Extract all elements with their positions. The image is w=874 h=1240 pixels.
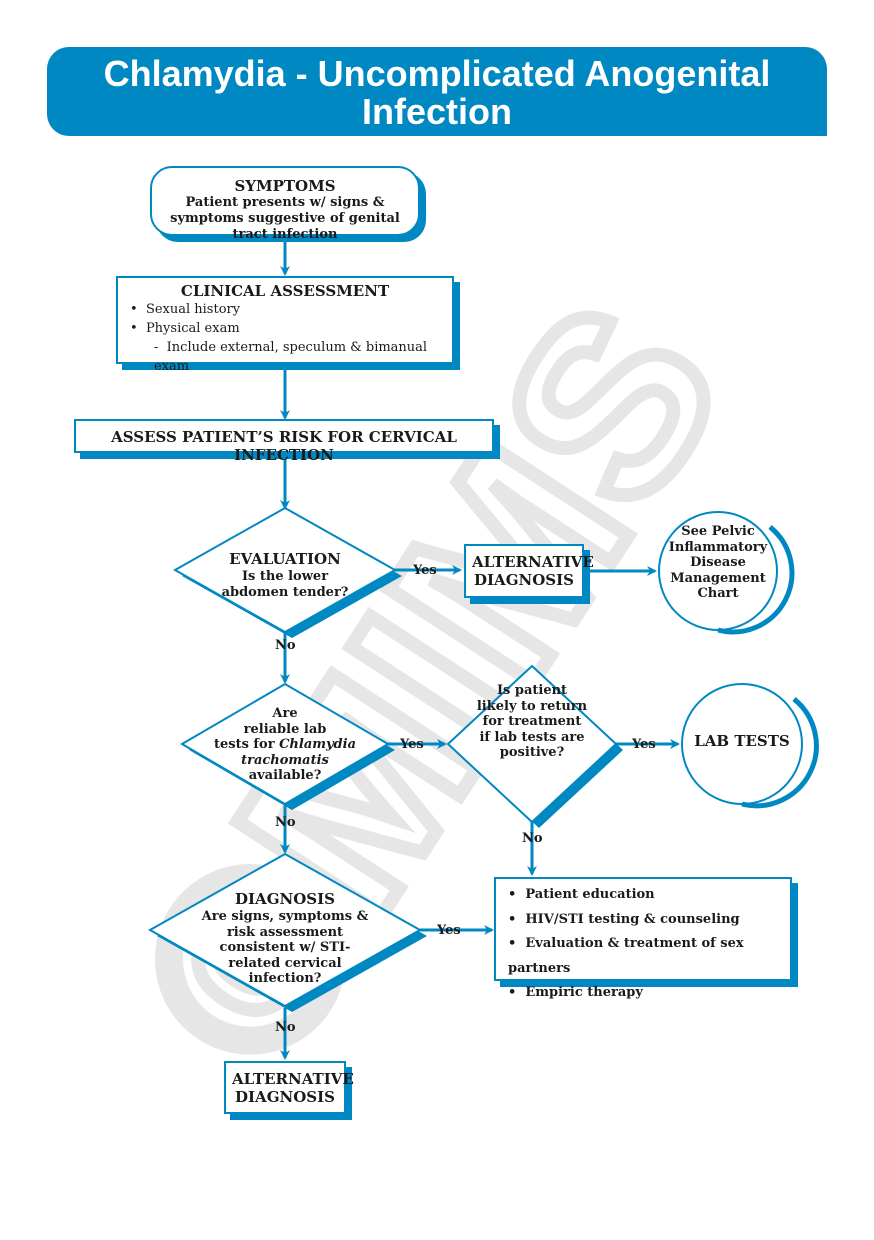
symptoms-box: SYMPTOMS Patient presents w/ signs & sym… — [150, 166, 420, 242]
yes-label: Yes — [632, 737, 656, 752]
no-label: No — [275, 815, 296, 830]
yes-label: Yes — [437, 923, 461, 938]
list-item: • Patient education — [508, 887, 655, 902]
yes-label: Yes — [413, 563, 437, 578]
lab-available-diamond — [180, 682, 395, 810]
list-item: • HIV/STI testing & counseling — [508, 911, 740, 927]
no-label: No — [275, 1020, 296, 1035]
evaluation-title: EVALUATION — [229, 550, 341, 568]
return-question-text: Is patient likely to return for treatmen… — [476, 683, 588, 760]
pid-chart-circle — [658, 511, 795, 635]
header-banner: Chlamydia - Uncomplicated Anogenital Inf… — [47, 47, 827, 136]
list-item: • Empiric therapy — [508, 985, 643, 1000]
pid-chart-text: See Pelvic Inflammatory Disease Manageme… — [668, 524, 768, 601]
diagnosis-title: DIAGNOSIS — [235, 890, 335, 908]
page-title: Chlamydia - Uncomplicated Anogenital Inf… — [103, 53, 771, 132]
symptoms-title: SYMPTOMS — [234, 177, 336, 195]
evaluation-question: Is the lower abdomen tender? — [221, 569, 349, 600]
diagnosis-question: Are signs, symptoms & risk assessment co… — [201, 909, 369, 986]
symptoms-text: Patient presents w/ signs & symptoms sug… — [170, 195, 400, 242]
management-box: • Patient education • HIV/STI testing & … — [494, 877, 792, 1000]
no-label: No — [522, 831, 543, 846]
diagnosis-text: DIAGNOSIS Are signs, symptoms & risk ass… — [195, 890, 375, 987]
alternative-diagnosis-box-2: ALTERNATIVE DIAGNOSIS — [224, 1061, 354, 1114]
lab-tests-circle — [681, 683, 819, 809]
lab-available-text: Are reliable lab tests for Chlamydia tra… — [213, 706, 356, 783]
no-label: No — [275, 638, 296, 653]
diagnosis-diamond — [147, 852, 427, 1012]
clinical-title: CLINICAL ASSESSMENT — [180, 282, 390, 300]
list-item: • Physical exam — [130, 321, 240, 336]
return-diamond — [446, 664, 623, 828]
list-item: • Sexual history — [130, 302, 241, 317]
risk-title: ASSESS PATIENT’S RISK FOR CERVICAL INFEC… — [111, 428, 457, 464]
list-item: • Evaluation & treatment of sex partners — [508, 936, 744, 976]
evaluation-diamond — [172, 506, 402, 638]
yes-label: Yes — [400, 737, 424, 752]
lab-tests-text: LAB TESTS — [694, 732, 790, 750]
list-item: - Include external, speculum & bimanual … — [154, 340, 428, 374]
clinical-assessment-box: CLINICAL ASSESSMENT • Sexual history • P… — [116, 276, 454, 374]
alternative-diagnosis-box: ALTERNATIVE DIAGNOSIS — [464, 544, 594, 598]
risk-assessment-box: ASSESS PATIENT’S RISK FOR CERVICAL INFEC… — [74, 419, 494, 464]
evaluation-text: EVALUATION Is the lower abdomen tender? — [205, 550, 365, 601]
